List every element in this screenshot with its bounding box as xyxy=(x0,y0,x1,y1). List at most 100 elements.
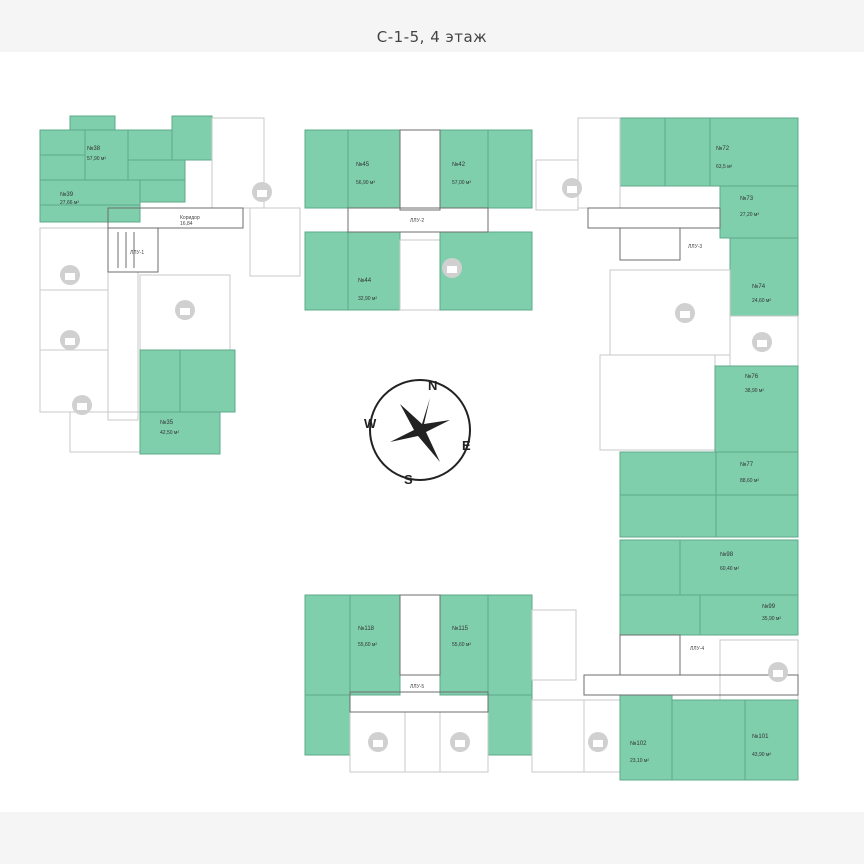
corridor-nw-label: Коридор xyxy=(180,215,200,221)
apartment-35[interactable]: №35 42,50 м² xyxy=(139,349,236,455)
apartment-98[interactable]: №98 60,40 м² xyxy=(619,539,799,596)
stair-3 xyxy=(619,227,681,261)
stair-4 xyxy=(619,634,681,676)
lock-icon xyxy=(675,303,695,323)
apartment-45[interactable]: №45 56,90 м² xyxy=(304,129,401,209)
apartment-42[interactable]: №42 57,00 м² xyxy=(439,129,533,209)
apt-45-area: 56,90 м² xyxy=(356,180,375,186)
corridor-nw-area: 16,84 xyxy=(180,221,193,227)
lock-icons xyxy=(60,178,788,752)
apt-72-area: 63,5 м² xyxy=(716,164,733,170)
lock-icon xyxy=(60,265,80,285)
apartment-101[interactable]: №101 43,90 м² xyxy=(671,699,799,781)
apt-99-number: №99 xyxy=(762,603,776,610)
stair-1-label: ЛЛУ-1 xyxy=(130,250,144,256)
apt-115-number: №115 xyxy=(452,625,469,632)
lock-icon xyxy=(368,732,388,752)
lock-icon xyxy=(752,332,772,352)
corridor-s xyxy=(349,691,489,713)
apt-98-number: №98 xyxy=(720,551,734,558)
apt-38-area: 57,90 м² xyxy=(87,156,106,162)
compass-n: N xyxy=(428,378,437,393)
block-north: №45 56,90 м² №42 57,00 м² №44 32,90 м² Л… xyxy=(304,129,533,311)
apt-118-area: 55,60 м² xyxy=(358,642,377,648)
stair-5-label: ЛЛУ-5 xyxy=(410,684,424,690)
lock-icon xyxy=(442,258,462,278)
apt-74-number: №74 xyxy=(752,283,766,290)
compass-ring xyxy=(369,379,471,481)
apartment-118[interactable]: №118 55,60 м² xyxy=(304,594,401,696)
stair-4-label: ЛЛУ-4 xyxy=(690,646,704,652)
apt-102-number: №102 xyxy=(630,740,647,747)
apartment-39[interactable]: №39 27,66 м² xyxy=(39,179,186,223)
apt-39-number: №39 xyxy=(60,191,74,198)
lock-icon xyxy=(72,395,92,415)
lock-icon xyxy=(60,330,80,350)
corridor-ne xyxy=(587,207,721,229)
apt-99-area: 35,90 м² xyxy=(762,616,781,622)
apt-45-number: №45 xyxy=(356,161,370,168)
apt-74-area: 24,60 м² xyxy=(752,298,771,304)
apt-115-area: 55,60 м² xyxy=(452,642,471,648)
apt-102-area: 23,10 м² xyxy=(630,758,649,764)
apt-42-area: 57,00 м² xyxy=(452,180,471,186)
apartment-115[interactable]: №115 55,60 м² xyxy=(439,594,533,696)
corridor-se xyxy=(583,674,799,696)
lock-icon xyxy=(175,300,195,320)
compass: N E S W xyxy=(364,378,471,487)
apartment-72[interactable]: №72 63,5 м² xyxy=(619,117,799,187)
apt-101-area: 43,90 м² xyxy=(752,752,771,758)
apartment-73[interactable]: №73 27,20 м² xyxy=(719,185,799,239)
apartment-38[interactable]: №38 57,90 м² xyxy=(39,115,213,181)
stair-2-label: ЛЛУ-2 xyxy=(410,218,424,224)
block-north-west: №38 57,90 м² №39 27,66 м² №35 42,50 м² xyxy=(39,115,301,455)
apartment-74[interactable]: №74 24,60 м² xyxy=(729,237,799,317)
apt-76-area: 38,90 м² xyxy=(745,388,764,394)
unit-north-unavailable-1 xyxy=(399,239,441,311)
compass-w: W xyxy=(364,416,377,431)
apartment-99[interactable]: №99 35,90 м² xyxy=(619,594,799,636)
apartment-44[interactable]: №44 32,90 м² xyxy=(304,231,401,311)
apt-35-number: №35 xyxy=(160,419,174,426)
compass-e: E xyxy=(462,438,471,453)
block-north-east: №72 63,5 м² №73 27,20 м² №74 24,60 м² №7… xyxy=(535,117,799,453)
lock-icon xyxy=(768,662,788,682)
apt-44-area: 32,90 м² xyxy=(358,296,377,302)
block-east: №77 88,60 м² №98 60,40 м² №99 35,90 м² Л… xyxy=(619,451,799,701)
stair-5 xyxy=(399,594,441,676)
apt-42-number: №42 xyxy=(452,161,466,168)
apt-44-number: №44 xyxy=(358,277,372,284)
lock-icon xyxy=(588,732,608,752)
lock-icon xyxy=(450,732,470,752)
apartment-76[interactable]: №76 38,90 м² xyxy=(714,365,799,453)
apt-77-number: №77 xyxy=(740,461,754,468)
apt-73-area: 27,20 м² xyxy=(740,212,759,218)
stair-3-label: ЛЛУ-3 xyxy=(688,244,702,250)
compass-s: S xyxy=(404,472,413,487)
stair-1: ЛЛУ-1 xyxy=(107,227,159,273)
apt-73-number: №73 xyxy=(740,195,754,202)
stair-2 xyxy=(399,129,441,211)
corridor-nw xyxy=(107,207,244,229)
corridor-n xyxy=(347,207,489,233)
block-south-east: №102 23,10 м² №101 43,90 м² xyxy=(583,674,799,781)
unit-south-green-right xyxy=(487,694,533,756)
apt-72-number: №72 xyxy=(716,145,730,152)
apt-101-number: №101 xyxy=(752,733,769,740)
block-south: №118 55,60 м² №115 55,60 м² ЛЛУ-5 xyxy=(304,594,621,773)
lock-icon xyxy=(562,178,582,198)
floor-title: С-1-5, 4 этаж xyxy=(376,28,488,46)
apartment-102[interactable]: №102 23,10 м² xyxy=(619,694,673,781)
apt-98-area: 60,40 м² xyxy=(720,566,739,572)
apt-77-area: 88,60 м² xyxy=(740,478,759,484)
unit-south-green-left xyxy=(304,694,351,756)
apt-35-area: 42,50 м² xyxy=(160,430,179,436)
apt-76-number: №76 xyxy=(745,373,759,380)
apt-38-number: №38 xyxy=(87,145,101,152)
apt-39-area: 27,66 м² xyxy=(60,200,79,206)
apt-118-number: №118 xyxy=(358,625,375,632)
compass-star-icon xyxy=(390,398,450,462)
lock-icon xyxy=(252,182,272,202)
apartment-77[interactable]: №77 88,60 м² xyxy=(619,451,799,538)
